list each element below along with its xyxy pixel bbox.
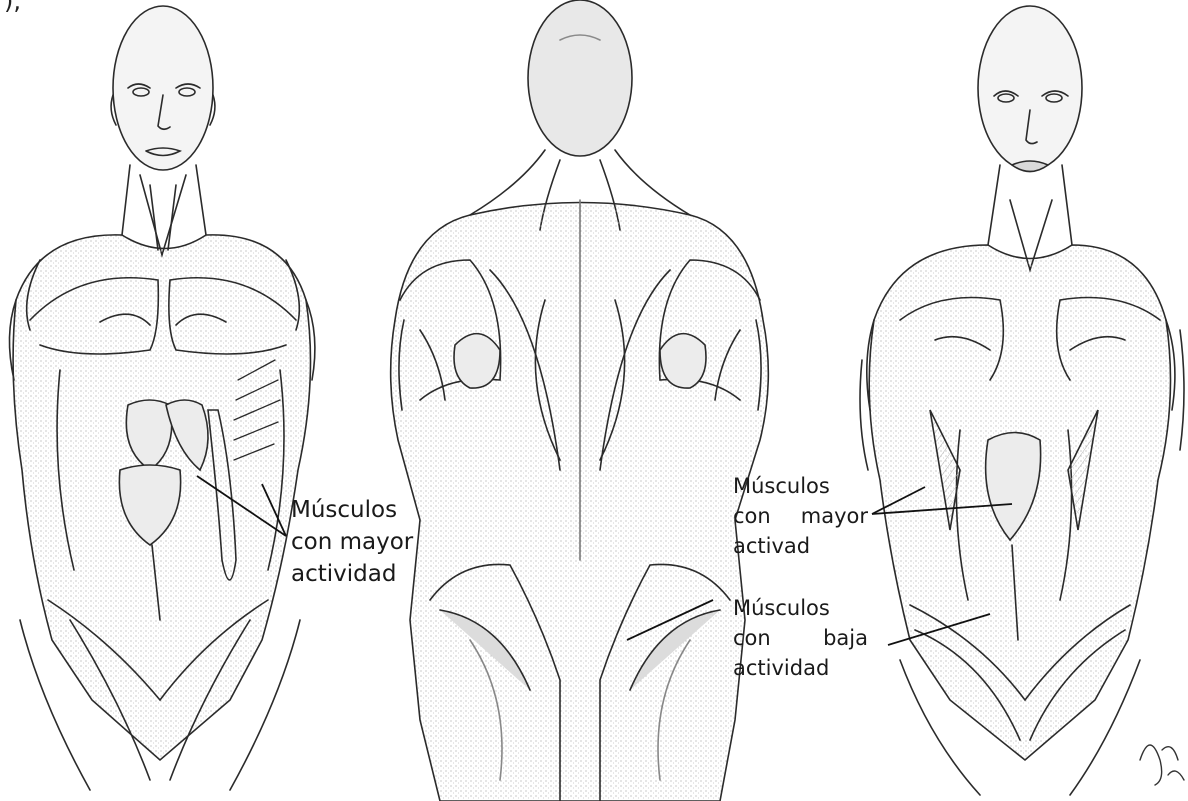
- head-front-female: [978, 6, 1082, 172]
- label-line: con mayor: [733, 501, 868, 531]
- label-line: activad: [733, 531, 868, 561]
- label-line: con mayor: [291, 526, 413, 558]
- head-back: [528, 0, 632, 156]
- label-muscles-low-activity-right: Músculos con baja actividad: [733, 593, 868, 683]
- label-word: baja: [823, 623, 868, 653]
- label-muscles-higher-activity-left: Músculos con mayor actividad: [291, 494, 413, 590]
- label-line: con baja: [733, 623, 868, 653]
- signature-mark: [1140, 745, 1184, 785]
- label-muscles-higher-activity-right: Músculos con mayor activad: [733, 471, 868, 561]
- label-line: Músculos: [733, 593, 868, 623]
- label-word: mayor: [801, 501, 868, 531]
- figure-front-female: [860, 6, 1184, 795]
- label-line: Músculos: [733, 471, 868, 501]
- label-line: actividad: [291, 558, 413, 590]
- label-line: Músculos: [291, 494, 413, 526]
- figure-back: [391, 0, 769, 801]
- label-word: con: [733, 623, 771, 653]
- label-word: con: [733, 501, 771, 531]
- label-line: actividad: [733, 653, 868, 683]
- figure-front-male: [9, 6, 314, 790]
- head-front-male: [111, 6, 215, 170]
